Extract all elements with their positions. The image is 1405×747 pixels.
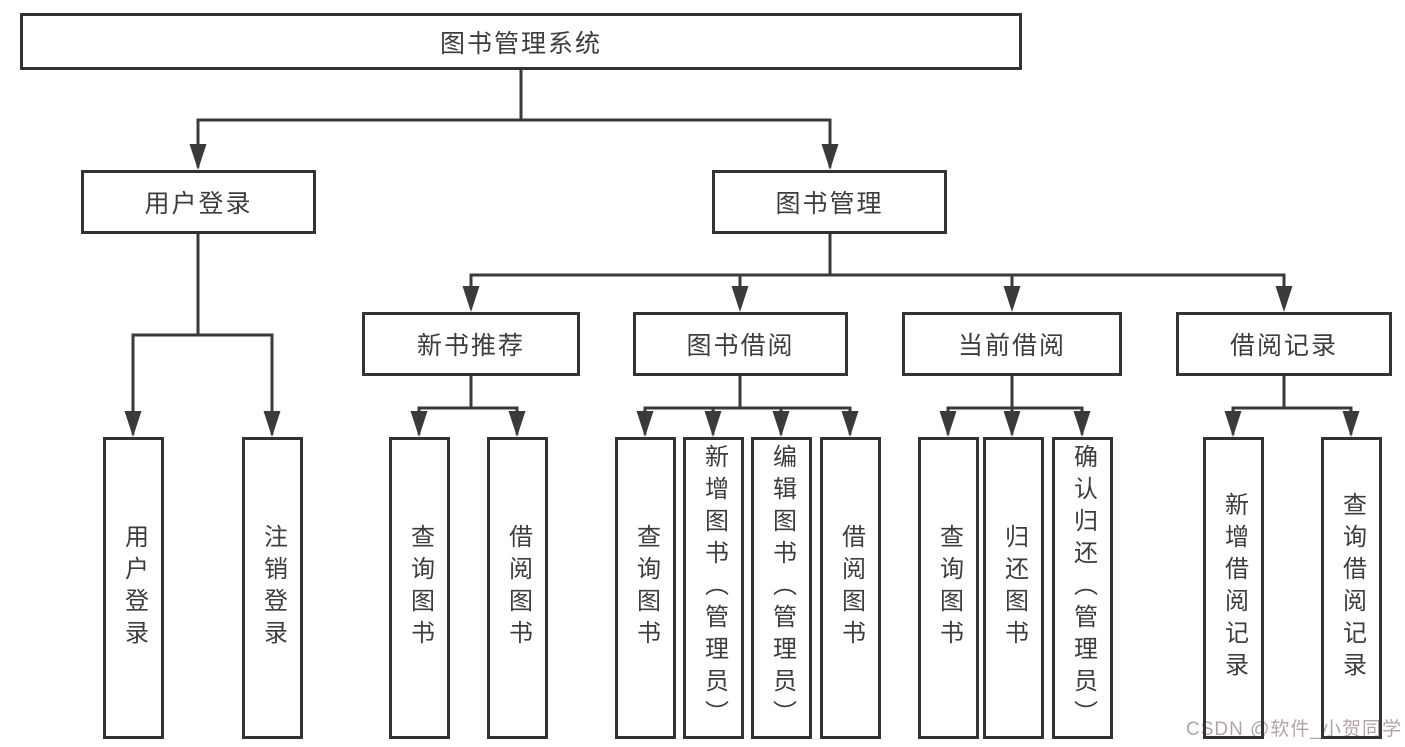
node-library-system: 图书管理系统 <box>20 13 1022 70</box>
node-confirm-return-admin: 确认归还（管理员） <box>1052 437 1113 739</box>
node-book-borrowing: 图书借阅 <box>633 312 848 376</box>
node-add-book-admin: 新增图书（管理员） <box>683 437 744 739</box>
node-recommend-query-books: 查询图书 <box>389 437 450 739</box>
node-new-book-recommend: 新书推荐 <box>362 312 580 376</box>
node-user-login: 用户登录 <box>81 170 316 234</box>
node-recommend-borrow-books: 借阅图书 <box>487 437 548 739</box>
node-book-management: 图书管理 <box>712 170 947 234</box>
node-query-borrow-record: 查询借阅记录 <box>1321 437 1382 739</box>
node-logout-action: 注销登录 <box>242 437 303 739</box>
node-return-book: 归还图书 <box>983 437 1044 739</box>
node-current-query-books: 查询图书 <box>918 437 979 739</box>
node-borrow-book: 借阅图书 <box>820 437 881 739</box>
node-add-borrow-record: 新增借阅记录 <box>1203 437 1264 739</box>
csdn-watermark: CSDN @软件_小贺同学 <box>1186 719 1402 740</box>
node-user-login-action: 用户登录 <box>103 437 164 739</box>
node-current-borrowing: 当前借阅 <box>902 312 1122 376</box>
node-edit-book-admin: 编辑图书（管理员） <box>751 437 812 739</box>
node-borrowing-query-books: 查询图书 <box>615 437 676 739</box>
node-borrowing-records: 借阅记录 <box>1176 312 1392 376</box>
